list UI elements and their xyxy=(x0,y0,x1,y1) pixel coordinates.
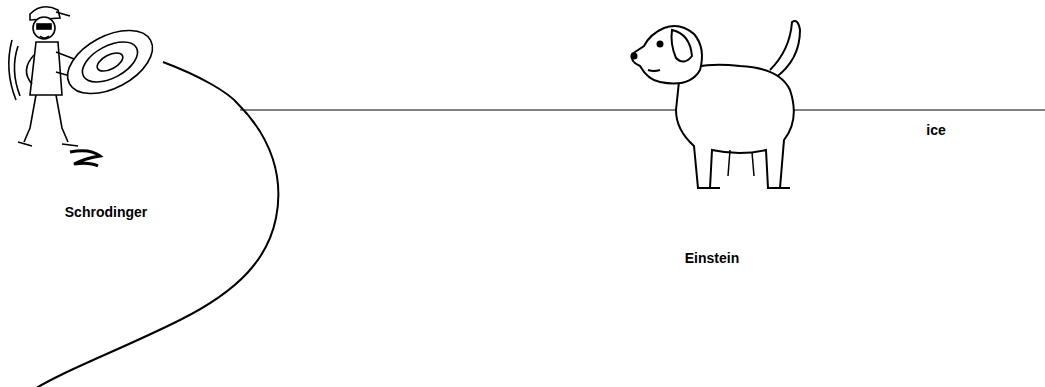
dog-figure xyxy=(632,21,801,188)
person-figure xyxy=(9,7,163,166)
figure-label: Einstein xyxy=(685,250,739,267)
figure-label: Schrodinger xyxy=(65,204,147,221)
ice-surface xyxy=(240,110,1045,111)
shore-outline xyxy=(30,62,278,387)
figure-label: ice xyxy=(926,122,945,139)
